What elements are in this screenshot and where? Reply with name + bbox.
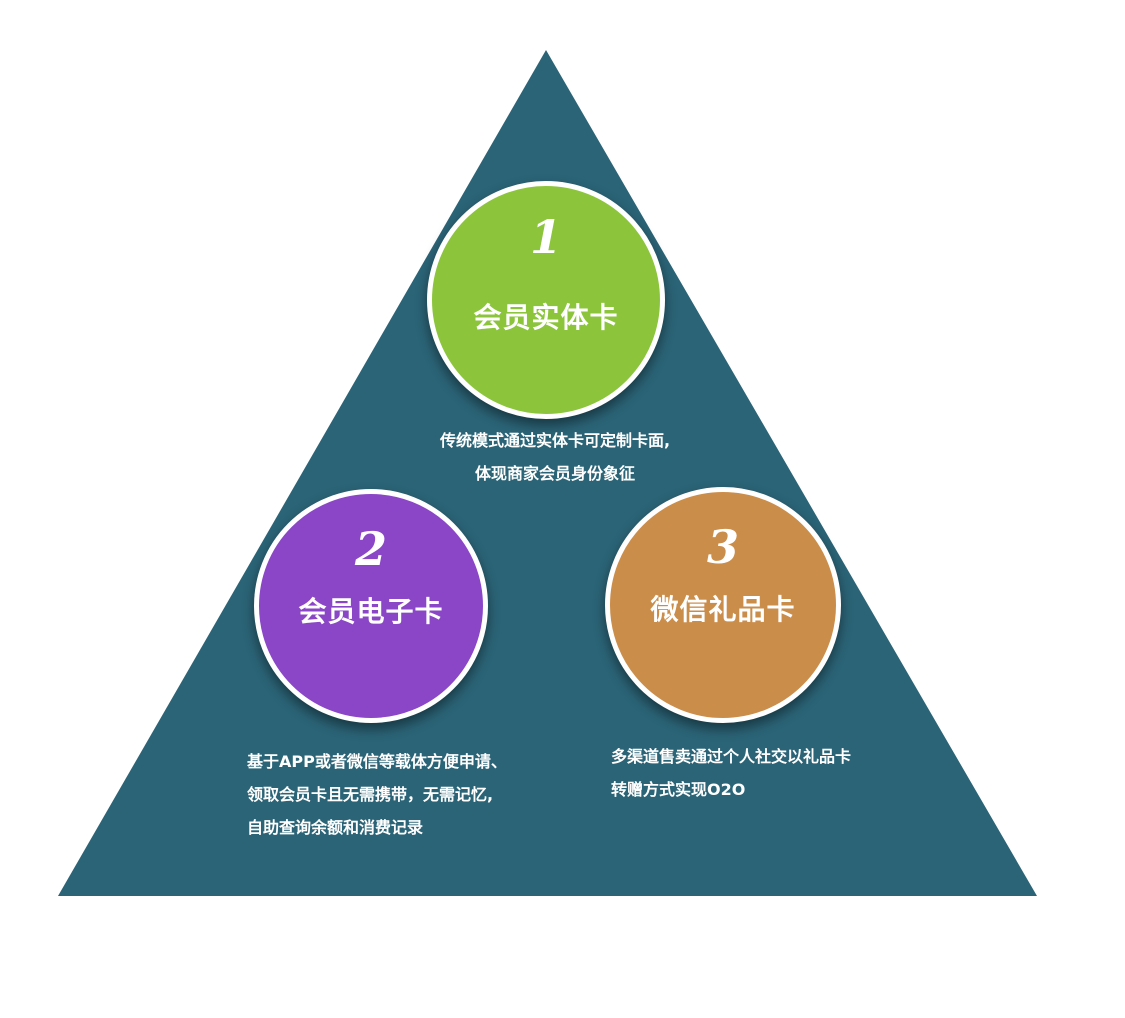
card-2-title: 会员电子卡	[298, 595, 444, 628]
card-2-description-line: 基于APP或者微信等载体方便申请、	[247, 752, 507, 771]
card-3-number: 3	[706, 520, 739, 574]
card-2-description-line: 自助查询余额和消费记录	[247, 818, 424, 837]
card-3-description-line: 转赠方式实现O2O	[611, 780, 746, 799]
card-2-circle: 2 会员电子卡	[254, 489, 488, 723]
card-2-description: 基于APP或者微信等载体方便申请、 领取会员卡且无需携带，无需记忆, 自助查询余…	[247, 745, 507, 844]
card-1-description-line: 传统模式通过实体卡可定制卡面,	[439, 431, 671, 450]
card-3-circle: 3 微信礼品卡	[605, 487, 841, 723]
card-1-title: 会员实体卡	[473, 301, 619, 334]
card-2-number: 2	[354, 522, 387, 576]
card-1-circle: 1 会员实体卡	[427, 181, 665, 419]
card-1-number: 1	[529, 210, 562, 264]
card-3-description-line: 多渠道售卖通过个人社交以礼品卡	[611, 747, 852, 766]
card-1-description-line: 体现商家会员身份象征	[474, 464, 635, 483]
card-2-description-line: 领取会员卡且无需携带，无需记忆,	[247, 785, 494, 804]
card-3-title: 微信礼品卡	[650, 593, 796, 626]
card-1-description: 传统模式通过实体卡可定制卡面, 体现商家会员身份象征	[410, 424, 700, 490]
card-3-description: 多渠道售卖通过个人社交以礼品卡 转赠方式实现O2O	[611, 740, 851, 806]
